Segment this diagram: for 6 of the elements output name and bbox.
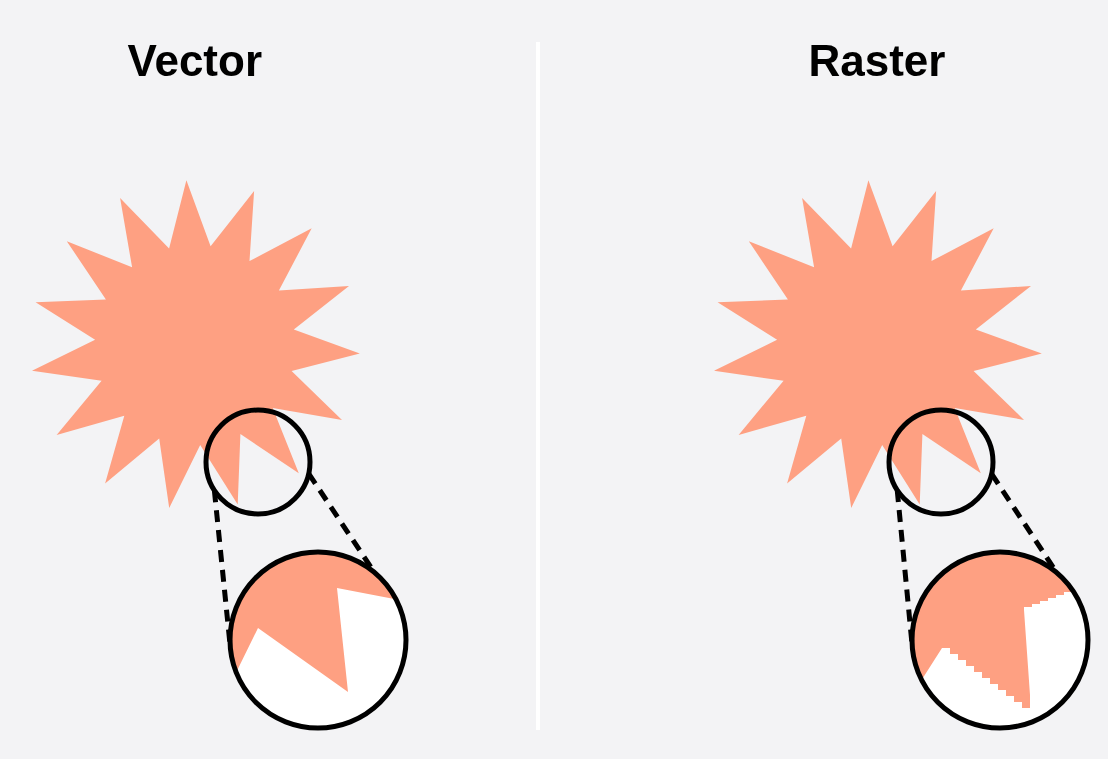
- magnifier-circle: [203, 407, 313, 517]
- magnifier-circle: [886, 407, 996, 517]
- magnified-view-circle: [909, 549, 1091, 731]
- panel-heading: Vector: [127, 36, 262, 86]
- panel-heading: Raster: [808, 36, 946, 86]
- magnified-view-circle: [227, 549, 409, 731]
